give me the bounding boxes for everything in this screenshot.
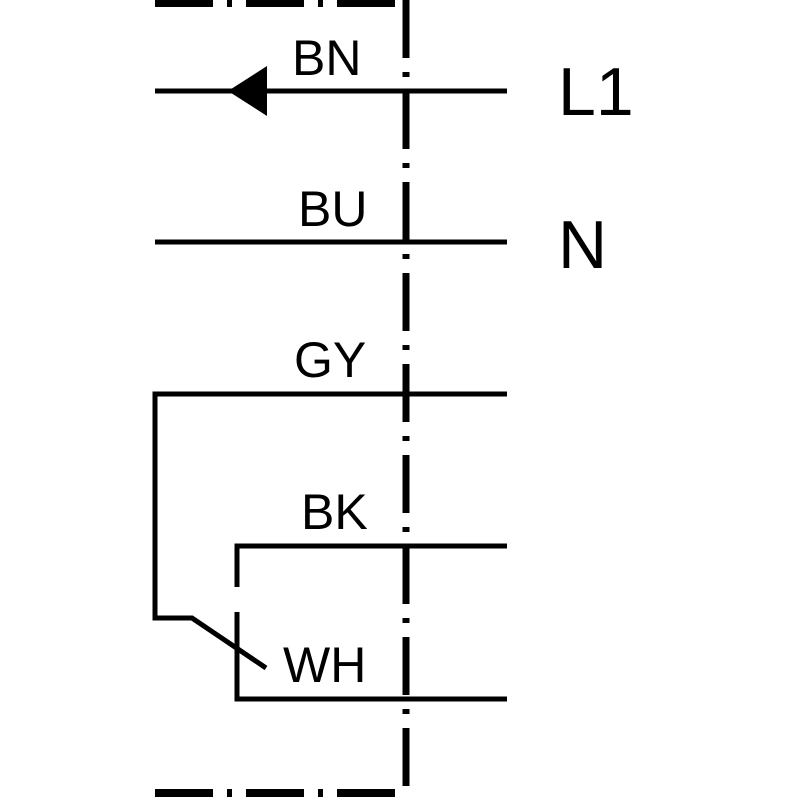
wire-label-gy: GY <box>294 332 366 388</box>
wire-label-bk: BK <box>301 484 368 540</box>
wire-wh <box>234 612 507 702</box>
wire-label-bn: BN <box>292 30 361 86</box>
terminal-label-n: N <box>558 207 607 283</box>
wire-gy <box>152 391 507 671</box>
terminal-label-l1: L1 <box>558 54 634 130</box>
wire-bk <box>234 543 507 587</box>
wire-label-wh: WH <box>283 637 366 693</box>
wire-label-bu: BU <box>298 181 367 237</box>
arrow-left-icon <box>228 66 267 116</box>
